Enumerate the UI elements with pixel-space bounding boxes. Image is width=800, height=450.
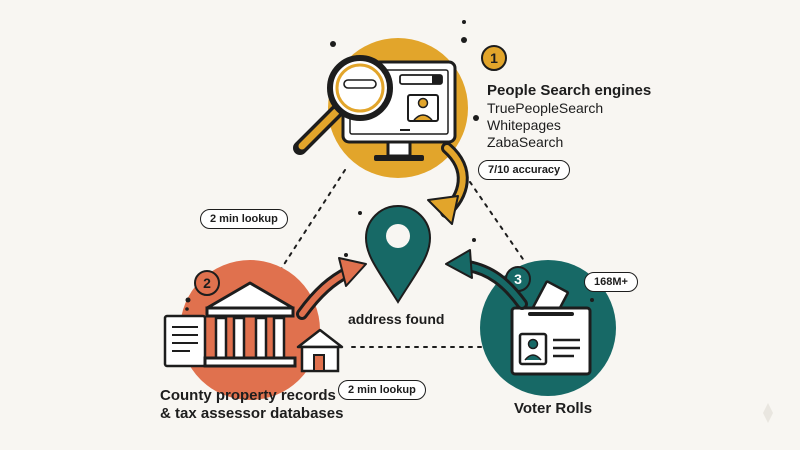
- monitor-icon: [341, 60, 457, 161]
- source-3-title: Voter Rolls: [514, 400, 593, 417]
- voter-count-badge: 168M+: [584, 272, 638, 292]
- arrow-from-source-1: [427, 142, 469, 225]
- step-1-number-badge: 1: [481, 45, 507, 71]
- svg-text:3: 3: [514, 271, 522, 287]
- source-1-site: ZabaSearch: [487, 134, 564, 150]
- source-1-site: Whitepages: [487, 117, 561, 133]
- source-1-site: TruePeopleSearch: [487, 100, 604, 116]
- lookup-time-badge-bottom: 2 min lookup: [338, 380, 426, 400]
- source-2-title-line2: & tax assessor databases: [160, 405, 344, 422]
- arrow-from-source-2: [296, 257, 367, 320]
- svg-text:2: 2: [203, 275, 211, 291]
- location-pin-icon: [364, 205, 432, 304]
- accuracy-badge: 7/10 accuracy: [478, 160, 571, 180]
- arrow-from-source-3: [445, 249, 528, 310]
- ballot-box-icon: [510, 280, 592, 376]
- svg-text:1: 1: [490, 50, 498, 66]
- lookup-time-badge-left: 2 min lookup: [200, 209, 288, 229]
- document-icon: [163, 314, 207, 368]
- courthouse-icon: [203, 281, 297, 368]
- sparkle-icon: [763, 403, 773, 423]
- magnifier-icon: [293, 55, 393, 155]
- step-2-number-badge: 2: [194, 270, 220, 296]
- dotted-connector-top-right: [469, 181, 526, 263]
- decorative-dots: [185, 20, 594, 311]
- source-1-title: People Search engines: [487, 82, 652, 99]
- source-2-title-line1: County property records: [160, 387, 336, 404]
- center-label: address found: [348, 311, 445, 327]
- house-icon: [296, 328, 344, 373]
